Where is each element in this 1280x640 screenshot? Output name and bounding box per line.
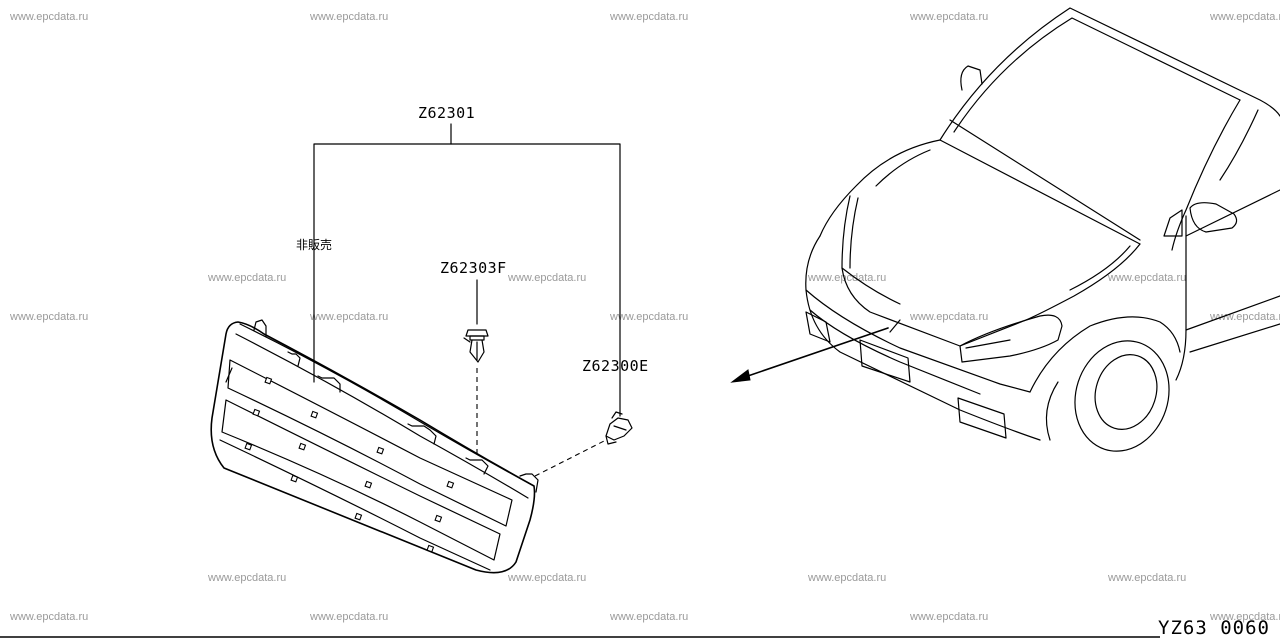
watermark: www.epcdata.ru bbox=[610, 611, 689, 623]
side-clip bbox=[605, 411, 633, 445]
location-arrow bbox=[730, 327, 889, 383]
watermark: www.epcdata.ru bbox=[610, 11, 689, 23]
watermark: www.epcdata.ru bbox=[508, 272, 587, 284]
clip-upper-part-label: Z62303F bbox=[440, 259, 507, 277]
clip-side-part-label: Z62300E bbox=[582, 357, 649, 375]
watermark: www.epcdata.ru bbox=[310, 11, 389, 23]
watermark: www.epcdata.ru bbox=[808, 572, 887, 584]
watermark: www.epcdata.ru bbox=[10, 611, 89, 623]
watermark: www.epcdata.ru bbox=[1210, 611, 1280, 623]
watermark: www.epcdata.ru bbox=[910, 311, 989, 323]
clip-side-assembly-line bbox=[534, 439, 607, 477]
watermark: www.epcdata.ru bbox=[10, 11, 89, 23]
watermark: www.epcdata.ru bbox=[310, 311, 389, 323]
watermark: www.epcdata.ru bbox=[208, 572, 287, 584]
vehicle-outline bbox=[805, 7, 1280, 452]
diagram-code: YZ63 0060 bbox=[1158, 617, 1270, 639]
watermark: www.epcdata.ru bbox=[1108, 572, 1187, 584]
not-for-sale-note: 非販売 bbox=[296, 238, 333, 252]
watermark: www.epcdata.ru bbox=[910, 611, 989, 623]
watermark: www.epcdata.ru bbox=[1210, 311, 1280, 323]
assembly-part-label: Z62301 bbox=[418, 104, 476, 122]
watermark: www.epcdata.ru bbox=[1108, 272, 1187, 284]
watermark: www.epcdata.ru bbox=[910, 11, 989, 23]
watermark: www.epcdata.ru bbox=[508, 572, 587, 584]
radiator-grille bbox=[210, 319, 539, 574]
watermark: www.epcdata.ru bbox=[1210, 11, 1280, 23]
watermark: www.epcdata.ru bbox=[808, 272, 887, 284]
watermark: www.epcdata.ru bbox=[610, 311, 689, 323]
watermark: www.epcdata.ru bbox=[10, 311, 89, 323]
watermark: www.epcdata.ru bbox=[208, 272, 287, 284]
watermark: www.epcdata.ru bbox=[310, 611, 389, 623]
push-clip bbox=[463, 329, 489, 363]
assembly-leader bbox=[313, 123, 621, 417]
